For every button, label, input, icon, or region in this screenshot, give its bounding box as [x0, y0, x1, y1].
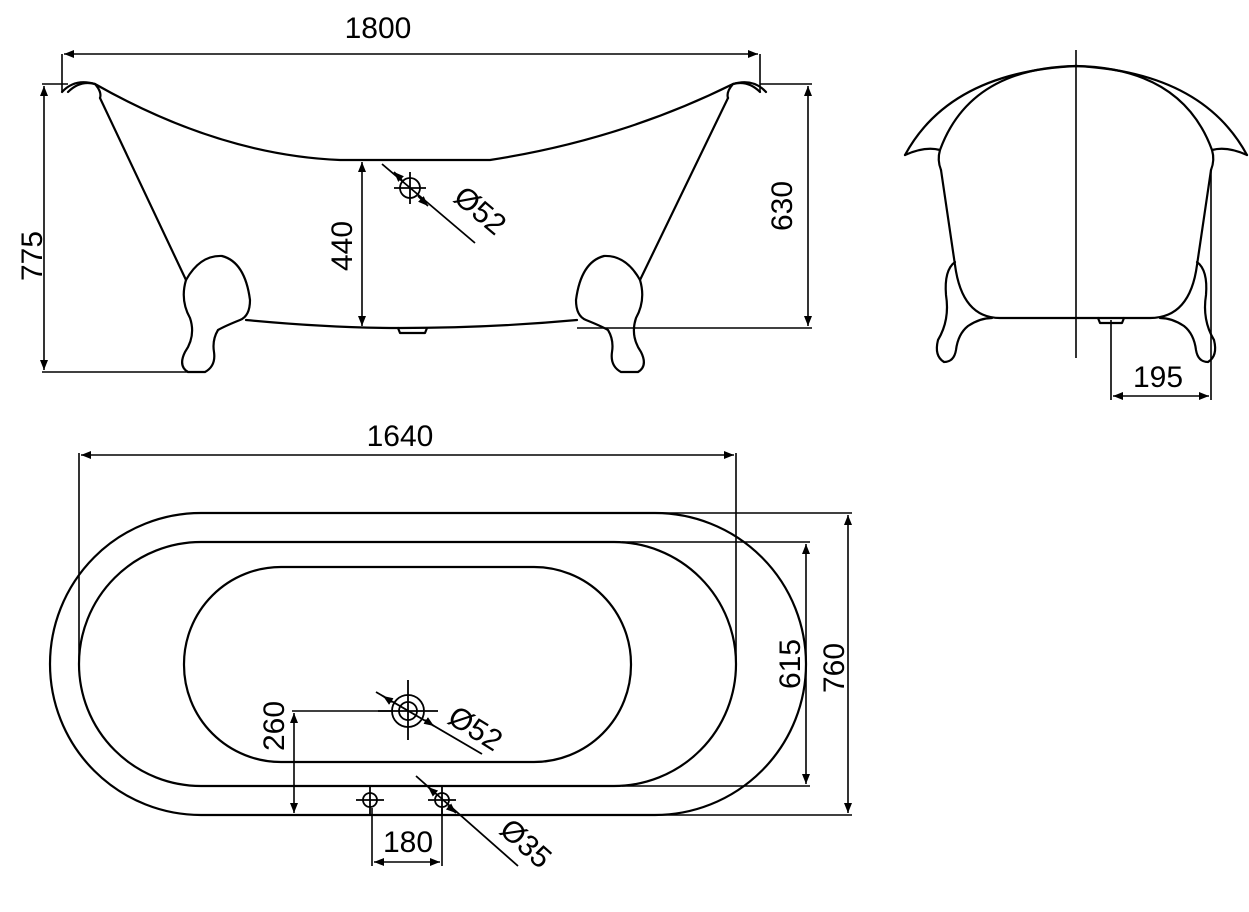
- end-right-foot: [1158, 260, 1217, 364]
- dim-overall-length: [61, 50, 761, 92]
- body-bottom: [244, 318, 579, 330]
- body-left-side: [98, 96, 188, 282]
- overall-width-label: 760: [818, 643, 851, 693]
- drain-offset-label: 260: [258, 701, 291, 751]
- inner-rim-outline: [77, 540, 738, 788]
- dim-foot-offset: [1110, 170, 1212, 400]
- drain-diameter-side-label: Ø52: [448, 180, 513, 242]
- tap-hole-diameter-label: Ø35: [493, 813, 557, 875]
- dim-drain-offset: [290, 710, 392, 816]
- overall-length-label: 1800: [345, 12, 412, 45]
- dim-tap-spacing: [371, 808, 443, 866]
- end-body: [939, 168, 1213, 320]
- end-left-foot: [935, 260, 994, 364]
- rim-left-lip: [60, 81, 102, 100]
- rim-height-label: 630: [766, 181, 799, 231]
- inner-width-label: 615: [774, 639, 807, 689]
- dim-total-height: [40, 83, 190, 373]
- rim-right-lip: [726, 81, 768, 100]
- rim-top-curve: [66, 81, 762, 162]
- left-foot: [181, 254, 252, 374]
- body-right-side: [638, 96, 730, 282]
- foot-offset-label: 195: [1133, 361, 1183, 394]
- tap-hole-left: [356, 786, 384, 814]
- end-rim-left-tip: [903, 147, 943, 172]
- plan-view: Ø52 Ø35 1640 615: [48, 420, 852, 875]
- tap-spacing-label: 180: [383, 826, 433, 859]
- end-rim-right-tip: [1209, 147, 1249, 172]
- drain-bump: [396, 326, 429, 335]
- outer-rim-outline: [48, 511, 808, 817]
- dim-inner-width: [622, 541, 810, 787]
- dim-inner-length: [78, 451, 737, 664]
- right-foot: [574, 254, 645, 374]
- inner-length-label: 1640: [367, 420, 434, 453]
- drain-symbol-side: [381, 163, 476, 244]
- dim-rim-height: [577, 83, 812, 329]
- total-height-label: 775: [16, 231, 49, 281]
- end-elevation-view: 195: [903, 50, 1249, 400]
- dim-overall-width: [656, 512, 852, 816]
- bowl-outline: [182, 565, 633, 764]
- front-elevation-view: Ø52 1800 775 630 440: [16, 12, 812, 374]
- drain-height-label: 440: [326, 221, 359, 271]
